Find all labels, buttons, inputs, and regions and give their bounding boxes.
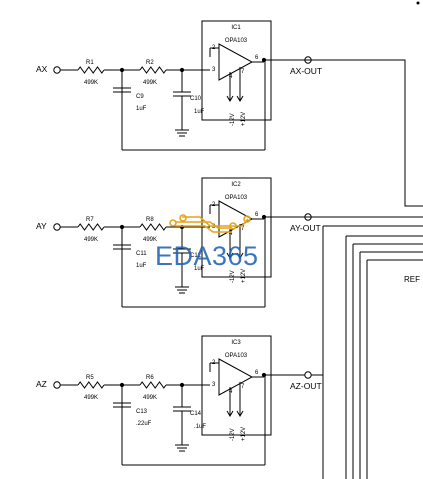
- resistor-zigzag: [77, 66, 105, 74]
- pin-number: 3: [212, 382, 216, 388]
- ic-name: IC3: [231, 340, 241, 346]
- pin-number: 7: [241, 69, 245, 75]
- output-label: AX-OUT: [290, 66, 322, 76]
- ic-package-box: [201, 20, 272, 121]
- supply-arrow: [236, 95, 244, 102]
- input-label: AY: [36, 221, 47, 231]
- opamp-triangle: [218, 358, 254, 396]
- pin-number: 4: [229, 389, 233, 395]
- ground-symbol: [175, 286, 189, 294]
- capacitor-value: 1uF: [194, 109, 205, 115]
- capacitor-name: C13: [136, 409, 148, 415]
- output-label: AZ-OUT: [290, 381, 322, 391]
- capacitor-plates: [113, 244, 131, 250]
- pin-number: 6: [255, 55, 259, 61]
- ground-symbol: [175, 444, 189, 452]
- resistor-value: 499K: [84, 237, 98, 243]
- output-label: AY-OUT: [290, 223, 321, 233]
- resistor-name: R7: [86, 217, 94, 223]
- rail-neg-label: -12V: [230, 113, 236, 126]
- pin-number: 4: [229, 74, 233, 80]
- ref-label: REF: [404, 275, 420, 284]
- pin-number: 3: [212, 67, 216, 73]
- input-label: AZ: [36, 379, 47, 389]
- capacitor-name: C9: [136, 94, 144, 100]
- supply-arrow: [226, 410, 234, 417]
- rail-pos-label: +12V: [241, 269, 247, 283]
- stage-az: AZR5499KC13.22uFR6499KC14.1uFIC3OPA10323…: [36, 335, 322, 466]
- capacitor-name: C14: [190, 411, 202, 417]
- input-terminal[interactable]: [53, 66, 61, 74]
- output-terminal[interactable]: [304, 371, 312, 379]
- pin-number: 6: [255, 212, 259, 218]
- resistor-name: R6: [146, 375, 154, 381]
- stage-ay: AYR7499KC111uFR8499KC121uFIC2OPA10323647…: [36, 177, 321, 308]
- ic-name: IC1: [231, 25, 241, 31]
- ground-symbol: [175, 129, 189, 137]
- pin-number: 4: [229, 231, 233, 237]
- input-label: AX: [36, 64, 48, 74]
- rail-pos-label: +12V: [241, 112, 247, 126]
- resistor-value: 499K: [84, 80, 98, 86]
- capacitor-plates: [173, 91, 191, 97]
- stage-ax: AXR1499KC91uFR2499KC101uFIC1OPA10323647-…: [36, 20, 322, 151]
- capacitor-plates: [173, 406, 191, 412]
- watermark-overlay-traces: [169, 214, 251, 233]
- ic-part-number: OPA103: [225, 38, 248, 44]
- resistor-zigzag: [139, 66, 167, 74]
- ic-part-number: OPA103: [225, 353, 248, 359]
- rail-pos-label: +12V: [241, 427, 247, 441]
- supply-arrow: [236, 252, 244, 259]
- pin-number: 3: [212, 224, 216, 230]
- resistor-zigzag: [77, 223, 105, 231]
- resistor-value: 499K: [143, 237, 157, 243]
- input-terminal[interactable]: [53, 381, 61, 389]
- resistor-value: 499K: [143, 395, 157, 401]
- resistor-zigzag: [139, 381, 167, 389]
- supply-arrow: [236, 410, 244, 417]
- capacitor-name: C10: [190, 96, 202, 102]
- resistor-zigzag: [139, 223, 167, 231]
- resistor-value: 499K: [143, 80, 157, 86]
- resistor-zigzag: [77, 381, 105, 389]
- watermark-text: EDA365: [155, 241, 259, 271]
- capacitor-name: C11: [136, 251, 147, 257]
- input-terminal[interactable]: [53, 223, 61, 231]
- pin-number: 6: [255, 370, 259, 376]
- capacitor-value: .22uF: [136, 421, 152, 427]
- capacitor-value: 1uF: [136, 263, 147, 269]
- corner-dot: [416, 1, 420, 5]
- pin-number: 7: [241, 384, 245, 390]
- ic-part-number: OPA103: [225, 195, 248, 201]
- resistor-name: R8: [146, 217, 154, 223]
- capacitor-value: 1uF: [194, 266, 205, 272]
- pin-number: 7: [241, 226, 245, 232]
- ic-package-box: [201, 335, 272, 436]
- rail-neg-label: -12V: [230, 428, 236, 441]
- resistor-name: R2: [146, 60, 154, 66]
- capacitor-name: C12: [190, 253, 202, 259]
- resistor-value: 499K: [84, 395, 98, 401]
- right-bus-lines: [264, 59, 423, 479]
- capacitor-plates: [113, 402, 131, 408]
- opamp-triangle: [218, 43, 254, 81]
- supply-arrow: [226, 252, 234, 259]
- capacitor-plates: [113, 87, 131, 93]
- resistor-name: R1: [86, 60, 94, 66]
- capacitor-value: 1uF: [136, 106, 147, 112]
- rail-neg-label: -12V: [230, 270, 236, 283]
- ic-package-box: [201, 177, 272, 278]
- resistor-name: R5: [86, 375, 94, 381]
- supply-arrow: [226, 95, 234, 102]
- capacitor-value: .1uF: [194, 424, 206, 430]
- ic-name: IC2: [231, 182, 241, 188]
